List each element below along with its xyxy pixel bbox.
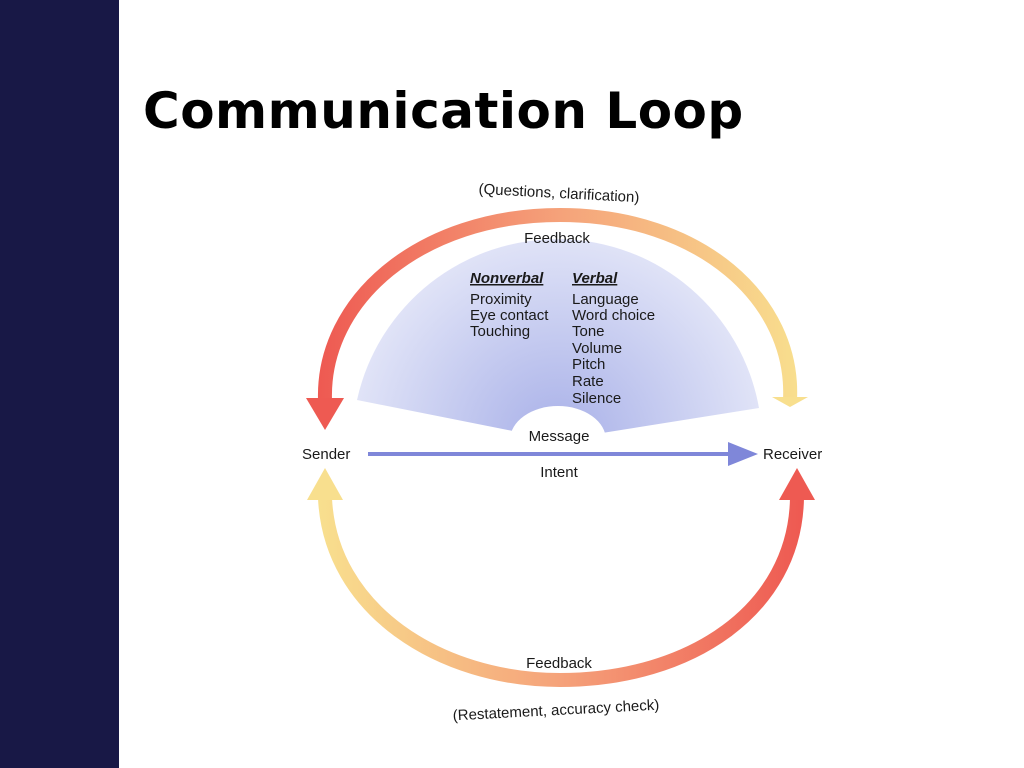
message-fan bbox=[357, 239, 759, 440]
bottom-feedback-note: (Restatement, accuracy check) bbox=[452, 697, 659, 725]
message-bubble bbox=[510, 406, 606, 440]
verbal-item: Pitch bbox=[572, 356, 605, 373]
side-bar bbox=[0, 0, 119, 768]
sender-label: Sender bbox=[302, 446, 350, 463]
slide-title: Communication Loop bbox=[143, 82, 744, 140]
top-feedback-arrowhead-right bbox=[772, 397, 808, 407]
message-label: Message bbox=[529, 428, 590, 445]
verbal-item: Rate bbox=[572, 373, 604, 390]
intent-arrowhead bbox=[728, 442, 758, 466]
verbal-item: Volume bbox=[572, 340, 622, 357]
verbal-heading: Verbal bbox=[572, 270, 618, 287]
verbal-item: Language bbox=[572, 291, 639, 308]
nonverbal-item: Eye contact bbox=[470, 307, 549, 324]
verbal-item: Silence bbox=[572, 390, 621, 407]
intent-label: Intent bbox=[540, 464, 578, 481]
verbal-item: Tone bbox=[572, 323, 605, 340]
bottom-feedback-arrowhead-left bbox=[307, 468, 343, 500]
top-feedback-note: (Questions, clarification) bbox=[478, 181, 640, 206]
top-feedback-arrowhead-left bbox=[306, 398, 344, 430]
top-feedback-label: Feedback bbox=[524, 230, 590, 247]
nonverbal-heading: Nonverbal bbox=[470, 270, 544, 287]
bottom-feedback-arrowhead-right bbox=[779, 468, 815, 500]
top-feedback-arc bbox=[317, 207, 798, 401]
bottom-feedback-label: Feedback bbox=[526, 655, 592, 672]
bottom-feedback-arc bbox=[318, 497, 804, 688]
receiver-label: Receiver bbox=[763, 446, 822, 463]
nonverbal-item: Touching bbox=[470, 323, 530, 340]
nonverbal-item: Proximity bbox=[470, 291, 532, 308]
verbal-item: Word choice bbox=[572, 307, 655, 324]
